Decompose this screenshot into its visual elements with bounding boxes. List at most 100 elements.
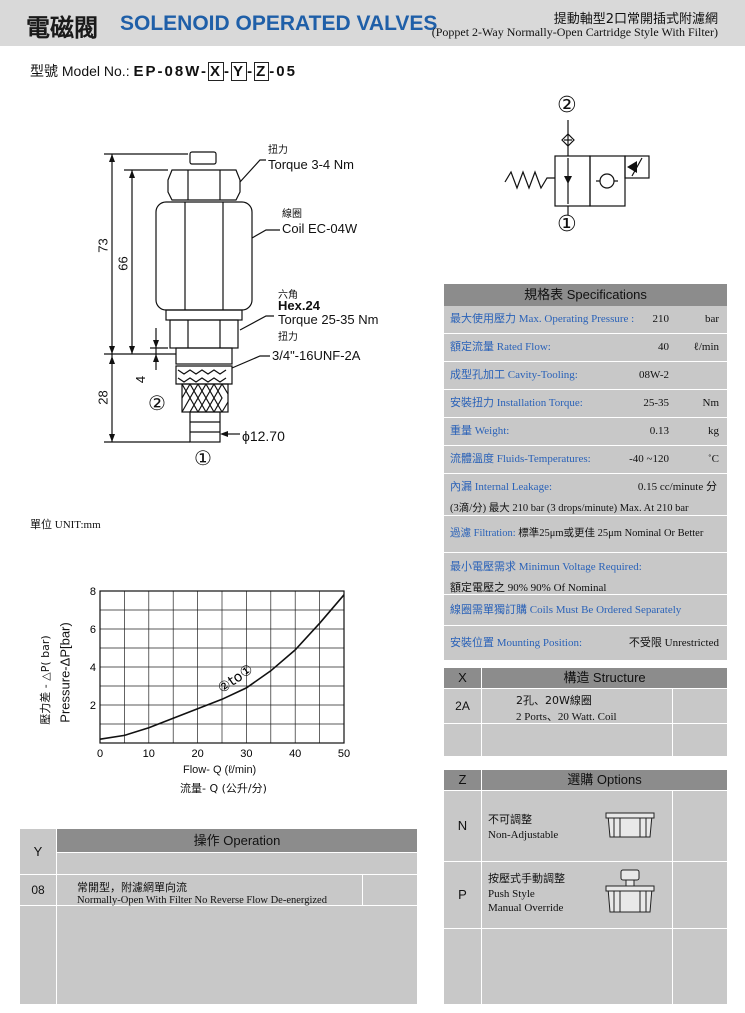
hydraulic-symbol (504, 120, 650, 215)
non-adjustable-cap-icon (605, 812, 655, 838)
hex-label: Hex.24 (278, 298, 320, 313)
symbol-port2: ② (557, 93, 577, 118)
symbol-port1: ① (557, 212, 577, 237)
option-p-cell: 按壓式手動調整 Push Style Manual Override (482, 862, 672, 928)
option-p-zh: 按壓式手動調整 (488, 872, 565, 885)
mounting-value: 不受限 Unrestricted (628, 637, 719, 649)
spec-label: 額定流量 Rated Flow: (450, 341, 551, 353)
spec-value: 0.13 (649, 425, 669, 437)
structure-empty-code (444, 724, 481, 756)
spec-unit: bar (704, 313, 719, 325)
page-title-zh: 電磁閥 (26, 14, 98, 42)
option-code-p: P (444, 862, 481, 928)
spec-row-mounting: 安裝位置 Mounting Position: 不受限 Unrestricted (444, 626, 727, 660)
push-override-cap-icon (605, 869, 655, 913)
spec-value: 210 (652, 313, 670, 325)
operation-empty-desc (57, 906, 417, 1004)
structure-desc-zh: 2孔、20W線圈 (516, 694, 592, 707)
x-tick-label: 10 (143, 748, 155, 760)
page-title-en: SOLENOID OPERATED VALVES (120, 12, 438, 35)
coils-note: 線圈需單獨訂購 Coils Must Be Ordered Separately (444, 595, 727, 626)
operation-code-08: 08 (20, 875, 56, 905)
x-tick-label: 50 (338, 748, 350, 760)
option-n-extra (673, 791, 727, 861)
leakage-line2: (3滴/分) 最大 210 bar (3 drops/minute) Max. … (450, 503, 689, 514)
dim-4: 4 (133, 375, 149, 384)
header-bar (0, 0, 745, 46)
chart-frame (99, 590, 345, 744)
x-tick-label: 20 (191, 748, 203, 760)
operation-code-header: Y (20, 829, 56, 874)
spec-label: 重量 Weight: (450, 425, 510, 437)
x-axis-label: Flow- Q (ℓ/min) (183, 764, 257, 776)
operation-desc-cell: 常開型，附濾網單向流 Normally-Open With Filter No … (57, 875, 362, 906)
y-tick-label: 2 (90, 700, 96, 712)
structure-header: 構造 Structure (482, 668, 727, 688)
drawing-port1: ① (194, 446, 212, 470)
x-tick-label: 30 (240, 748, 252, 760)
spec-value: 40 (658, 341, 669, 353)
x-tick-label: 40 (289, 748, 301, 760)
specs-table: 規格表 Specifications 最大使用壓力 Max. Operating… (444, 284, 727, 660)
spec-label: 流體溫度 Fluids-Temperatures: (450, 453, 591, 465)
operation-desc-zh: 常開型，附濾網單向流 (77, 881, 187, 894)
hex-label-zh: 六角 (278, 290, 298, 301)
knob-shape (189, 151, 217, 165)
options-empty-code (444, 929, 481, 1004)
option-p-en: Push Style (488, 888, 535, 900)
model-label: 型號 Model No.: (30, 63, 130, 79)
spec-unit: Nm (702, 397, 720, 409)
specs-header: 規格表 Specifications (444, 284, 727, 306)
x-tick-label: 0 (97, 748, 103, 760)
operation-extra (363, 875, 417, 905)
option-code-n: N (444, 791, 481, 861)
hex-torque-label-zh: 扭力 (278, 332, 298, 343)
min-voltage-label: 最小電壓需求 Minimun Voltage Required: (450, 561, 642, 573)
model-z-box: Z (254, 62, 270, 81)
torque-label-zh: 扭力 (268, 145, 288, 156)
hex-torque-label: Torque 25-35 Nm (278, 312, 379, 327)
subtitle-en: (Poppet 2-Way Normally-Open Cartridge St… (431, 25, 718, 39)
spec-row-filtration: 過濾 Filtration: 標準25μm或更佳 25μm Nominal Or… (444, 516, 727, 553)
spec-row-voltage: 最小電壓需求 Minimun Voltage Required: 額定電壓之 9… (444, 553, 727, 595)
y-tick-label: 8 (90, 586, 96, 598)
pressure-flow-chart: 0 10 20 30 40 50 2 4 6 8 ②to① (90, 586, 350, 760)
options-empty-desc (482, 929, 672, 1004)
operation-header: 操作 Operation (57, 829, 417, 852)
options-empty-extra (673, 929, 727, 1004)
spec-row: 重量 Weight: 0.13 kg (444, 418, 727, 446)
spec-label: 安裝扭力 Installation Torque: (450, 397, 583, 409)
thread-label: 3/4"-16UNF-2A (272, 348, 361, 363)
y-tick-label: 6 (90, 624, 96, 636)
structure-empty-extra (673, 724, 727, 756)
model-number: 型號 Model No.: EP-08W-X-Y-Z-05 (30, 61, 297, 81)
drawing-port2: ② (148, 391, 166, 415)
coil-shape (155, 201, 253, 311)
option-p-en2: Manual Override (488, 902, 564, 914)
series-line (99, 594, 345, 740)
model-dash1: - (224, 63, 232, 80)
spec-value: -40 ~120 (629, 453, 669, 465)
operation-desc-en: Normally-Open With Filter No Reverse Flo… (77, 895, 327, 906)
filtration-value: 標準25μm或更佳 25μm Nominal Or Better (518, 528, 704, 539)
structure-empty-desc (482, 724, 672, 756)
chart-annotation: ②to① (215, 661, 256, 697)
y-tick-label: 4 (90, 662, 96, 674)
option-n-en: Non-Adjustable (488, 829, 559, 841)
operation-subheader (57, 853, 417, 874)
spec-row-leakage: 內漏 Internal Leakage: 0.15 cc/minute 分 (3… (444, 474, 727, 516)
coil-label: Coil EC-04W (282, 221, 358, 236)
structure-code-header: X (444, 668, 481, 688)
options-header: 選購 Options (482, 770, 727, 790)
spec-unit: kg (708, 425, 719, 437)
structure-extra-cell (673, 689, 727, 723)
valve-drawing (104, 151, 280, 443)
leakage-label: 內漏 Internal Leakage: (450, 481, 553, 493)
coil-label-zh: 線圈 (282, 209, 302, 220)
operation-table: Y 操作 Operation 08 常開型，附濾網單向流 Normally-Op… (20, 829, 417, 1004)
y-axis-label: Pressure-ΔP[bar) (57, 622, 73, 723)
spec-row: 成型孔加工 Cavity-Tooling:08W-2 (444, 362, 727, 390)
dim-28: 28 (95, 390, 111, 405)
